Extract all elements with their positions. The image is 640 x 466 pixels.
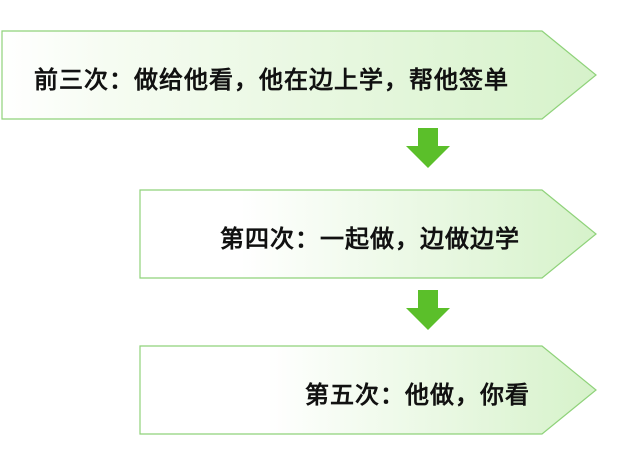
step-2-label: 第四次：一起做，边做边学 [220, 225, 520, 253]
chevron-banner-shape-1 [1, 30, 597, 120]
step-banner-3: 第五次：他做，你看 [0, 345, 640, 435]
chevron-banner-shape-3 [139, 345, 597, 435]
down-arrow-icon [406, 290, 450, 330]
step-banner-1: 前三次：做给他看，他在边上学，帮他签单 [0, 30, 640, 120]
step-banner-2: 第四次：一起做，边做边学 [0, 189, 640, 279]
step-3-label: 第五次：他做，你看 [305, 381, 530, 409]
down-arrow-icon [406, 128, 450, 168]
step-1-label: 前三次：做给他看，他在边上学，帮他签单 [34, 66, 509, 94]
chevron-banner-shape-2 [139, 189, 597, 279]
